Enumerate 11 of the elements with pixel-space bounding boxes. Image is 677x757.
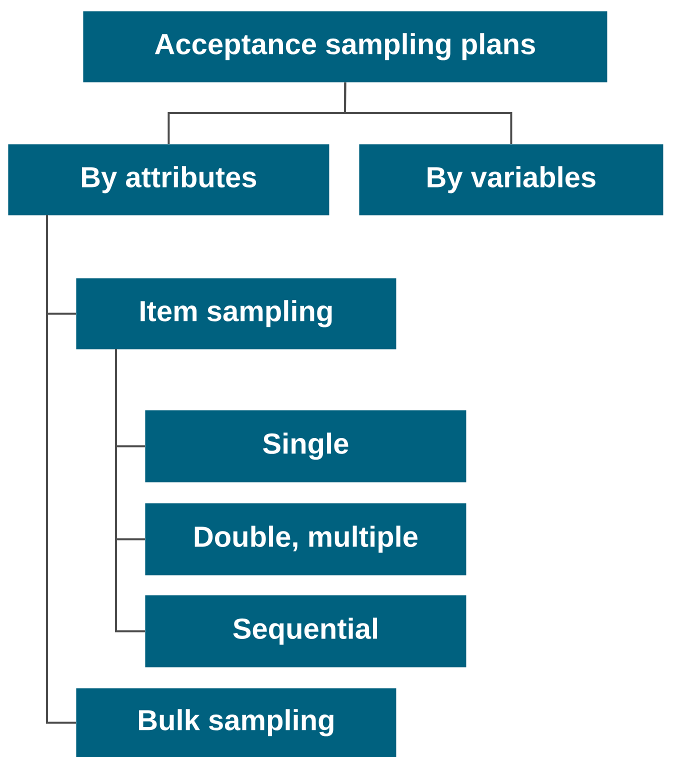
category-box: Acceptance sampling plans — [83, 11, 608, 82]
connector-line — [344, 82, 512, 144]
category-box: By attributes — [8, 144, 330, 216]
category-box: Sequential — [145, 595, 466, 668]
category-box: Item sampling — [76, 278, 396, 350]
category-box: By variables — [359, 144, 664, 216]
category-box: Single — [145, 410, 466, 482]
connector-line — [115, 349, 145, 632]
category-box: Bulk sampling — [76, 688, 396, 757]
category-box: Double, multiple — [145, 503, 466, 576]
connector-line — [46, 215, 76, 724]
